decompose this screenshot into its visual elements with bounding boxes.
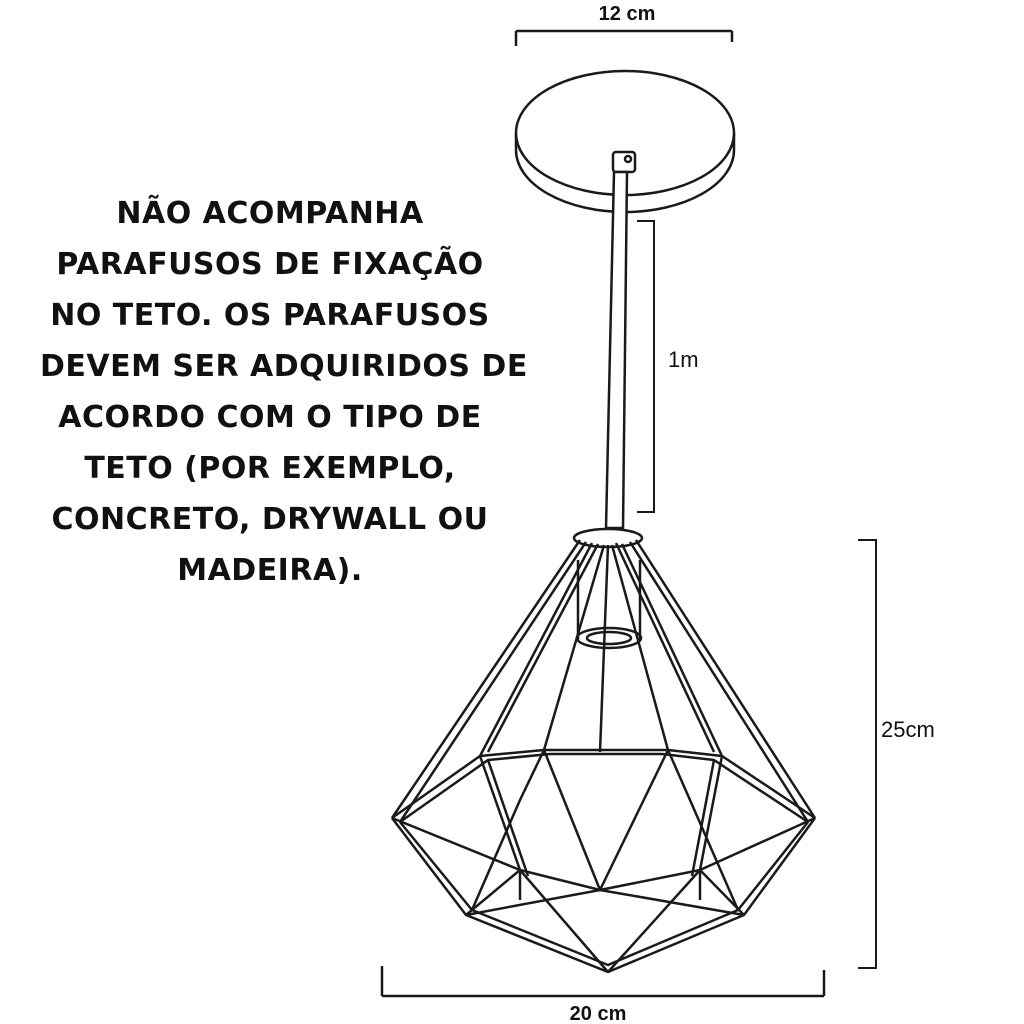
bottom-width-label: 20 cm xyxy=(570,1003,627,1024)
cable-length-label: 1m xyxy=(668,347,699,372)
height-label: 25cm xyxy=(881,717,935,742)
cable-length-bracket xyxy=(637,220,655,513)
note-line-5: ACORDO COM O TIPO DE xyxy=(58,400,482,435)
note-line-2: PARAFUSOS DE FIXAÇÃO xyxy=(56,247,484,282)
installation-note: NÃO ACOMPANHA PARAFUSOS DE FIXAÇÃO NO TE… xyxy=(40,188,528,596)
height-bracket xyxy=(858,539,877,969)
diamond-wire-cage xyxy=(390,527,817,974)
note-line-4: DEVEM SER ADQUIRIDOS DE xyxy=(40,349,528,384)
note-line-7: CONCRETO, DRYWALL OU xyxy=(51,502,489,537)
note-line-8: MADEIRA). xyxy=(177,553,363,588)
suspension-cable xyxy=(604,170,629,530)
bottom-width-dimension xyxy=(380,966,826,998)
note-line-1: NÃO ACOMPANHA xyxy=(116,196,424,231)
note-line-6: TETO (POR EXEMPLO, xyxy=(84,451,456,486)
note-line-3: NO TETO. OS PARAFUSOS xyxy=(50,298,490,333)
top-width-label: 12 cm xyxy=(599,3,656,25)
top-width-dimension xyxy=(514,29,734,46)
